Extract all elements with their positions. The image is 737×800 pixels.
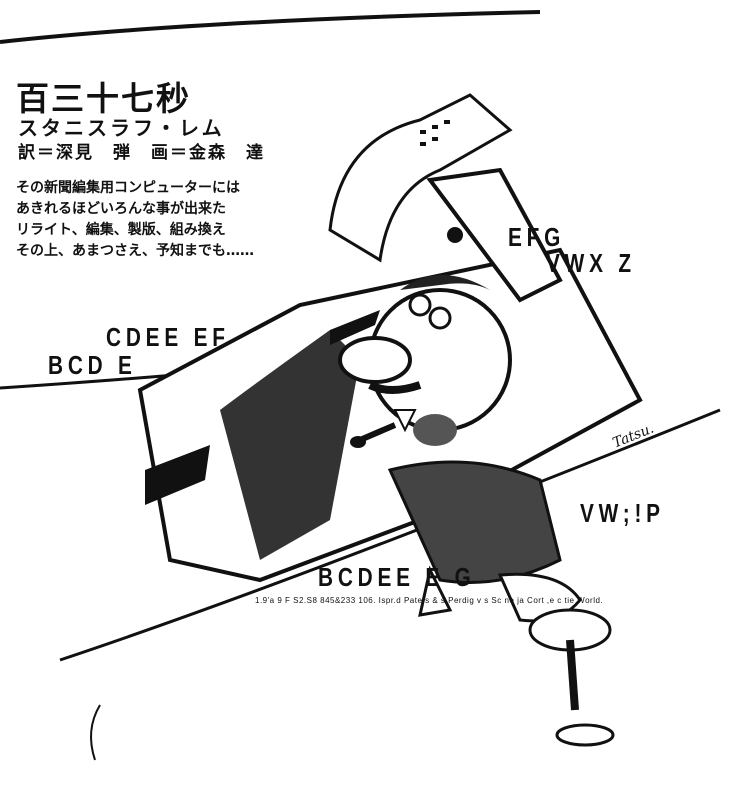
floating-letters: VW;!P bbox=[580, 498, 665, 528]
floating-letters: VWX Z bbox=[546, 248, 636, 278]
floating-letters: EFG bbox=[508, 222, 566, 252]
character-body bbox=[387, 460, 562, 584]
lead-line: その新聞編集用コンピューターには bbox=[16, 180, 240, 196]
paper-strip-icon bbox=[328, 93, 513, 263]
floating-letters: BCD E bbox=[48, 350, 137, 380]
floating-letters: CDEE EF bbox=[106, 322, 230, 352]
lead-line: リライト、編集、製版、組み換え bbox=[16, 222, 226, 238]
article-lead: その新聞編集用コンピューターには あきれるほどいろんな事が出来た リライト、編集… bbox=[16, 178, 254, 262]
lead-line: その上、あまつさえ、予知までも…… bbox=[16, 243, 254, 259]
computer-icon bbox=[137, 247, 643, 583]
article-credits: 訳＝深見 弾 画＝金森 達 bbox=[18, 143, 265, 163]
article-title: 百三十七秒 bbox=[16, 79, 191, 118]
printout-line: 1.9'a 9 F S2.S8 845&233 106. Ispr.d Pate… bbox=[255, 596, 604, 605]
top-rule bbox=[0, 10, 541, 44]
floating-letters: BCDEE E G bbox=[318, 562, 476, 592]
lead-line: あきれるほどいろんな事が出来た bbox=[16, 201, 226, 217]
article-author: スタニスラフ・レム bbox=[18, 116, 225, 140]
